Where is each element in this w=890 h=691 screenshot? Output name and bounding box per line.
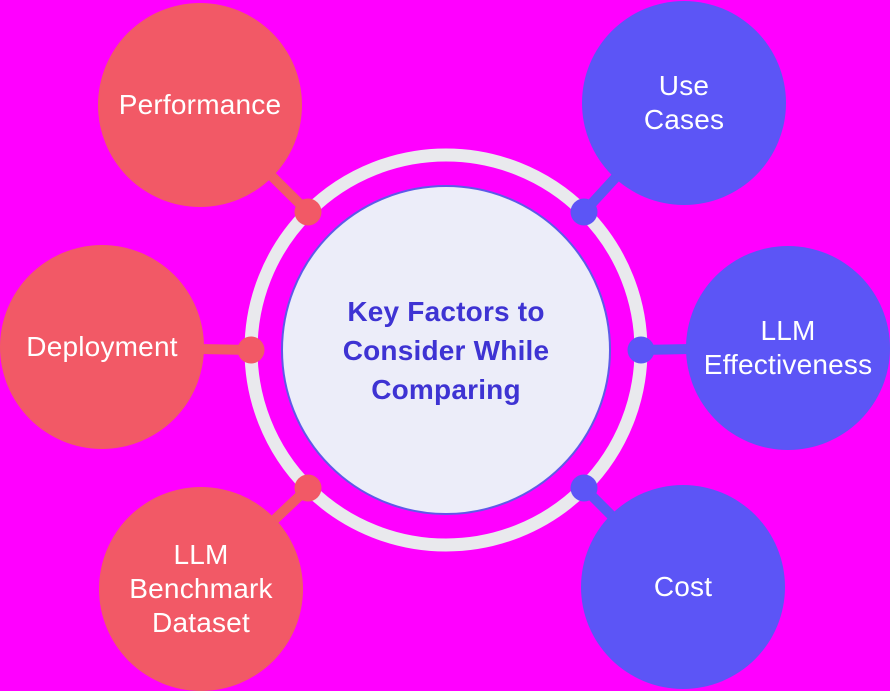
satellite-performance-label: Performance (118, 89, 282, 120)
satellite-deployment: Deployment (0, 245, 204, 449)
node-llm-effectiveness (627, 336, 655, 364)
satellite-cost: Cost (581, 485, 785, 689)
node-performance (294, 198, 322, 226)
satellite-use-cases: Use Cases (582, 1, 786, 205)
satellite-performance: Performance (98, 3, 302, 207)
satellite-llm-effectiveness-label: LLM Effectiveness (703, 315, 873, 380)
satellite-llm-benchmark-dataset: LLM Benchmark Dataset (99, 487, 303, 691)
node-deployment (237, 336, 265, 364)
satellite-deployment-label: Deployment (26, 331, 178, 362)
node-cost (570, 474, 598, 502)
satellite-cost-label: Cost (653, 571, 713, 602)
center-circle: Key Factors to Consider While Comparing (281, 185, 611, 515)
satellite-llm-benchmark-dataset-label: LLM Benchmark Dataset (129, 539, 273, 638)
satellite-llm-effectiveness: LLM Effectiveness (686, 246, 890, 450)
satellite-use-cases-label: Use Cases (643, 70, 725, 135)
node-llm-benchmark (294, 474, 322, 502)
node-use-cases (570, 198, 598, 226)
center-label: Key Factors to Consider While Comparing (342, 295, 550, 405)
